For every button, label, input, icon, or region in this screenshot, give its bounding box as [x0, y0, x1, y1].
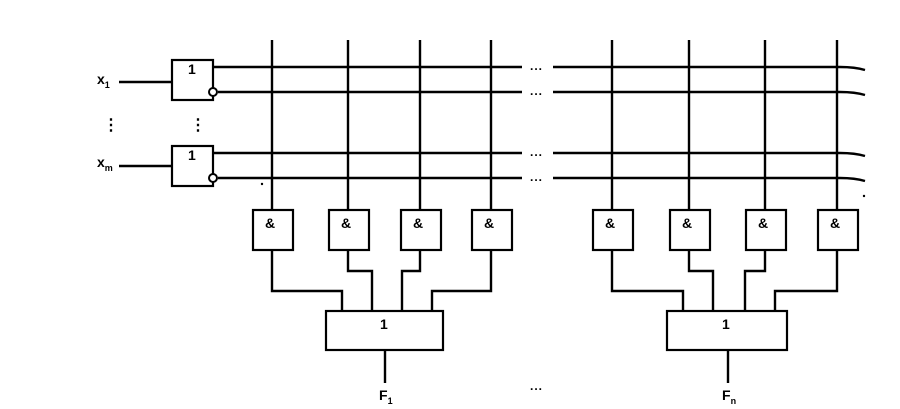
svg-text:&: & [758, 215, 768, 231]
input-vertical-ellipsis: ⋮ [103, 117, 119, 134]
svg-text:&: & [265, 215, 275, 231]
or-gate-1-wiring [270, 250, 493, 311]
svg-text:&: & [413, 215, 423, 231]
stray-dot-1 [260, 182, 264, 186]
and-gate-7: & [744, 208, 788, 252]
input-gate-x1: 1 [170, 58, 218, 102]
or-gate-2: 1 [665, 309, 789, 352]
output-label-f1: F1 [379, 387, 393, 406]
gate-vertical-ellipsis: ⋮ [190, 117, 206, 134]
and-gate-3: & [399, 208, 443, 252]
and-gate-1: & [251, 208, 295, 252]
rail-ellipsis-1: ... [530, 59, 543, 73]
or-gate-1: 1 [324, 309, 445, 352]
input-label-x1: x1 [97, 71, 110, 90]
input-rails [213, 65, 866, 183]
rail-ellipsis-3: ... [530, 145, 543, 159]
svg-text:&: & [484, 215, 494, 231]
input-gate-xm-label: 1 [188, 147, 196, 163]
or-gate-2-wiring [610, 250, 839, 311]
svg-text:&: & [605, 215, 615, 231]
input-gate-xm: 1 [170, 144, 218, 188]
svg-text:&: & [830, 215, 840, 231]
and-gate-5: & [591, 208, 635, 252]
output-ellipsis: ... [530, 379, 543, 393]
svg-text:1: 1 [722, 316, 730, 332]
rail-ellipsis-4: ... [530, 170, 543, 184]
svg-text:1: 1 [380, 316, 388, 332]
and-gate-8: & [816, 208, 860, 252]
and-gate-2: & [327, 208, 371, 252]
and-gate-6: & [668, 208, 712, 252]
stray-dot-2 [862, 194, 866, 198]
svg-text:&: & [341, 215, 351, 231]
product-term-columns [270, 40, 839, 210]
input-label-xm: xm [97, 154, 113, 173]
output-label-fn: Fn [722, 387, 736, 406]
and-gate-4: & [470, 208, 514, 252]
input-gate-x1-label: 1 [188, 61, 196, 77]
svg-text:&: & [682, 215, 692, 231]
rail-ellipsis-2: ... [530, 84, 543, 98]
